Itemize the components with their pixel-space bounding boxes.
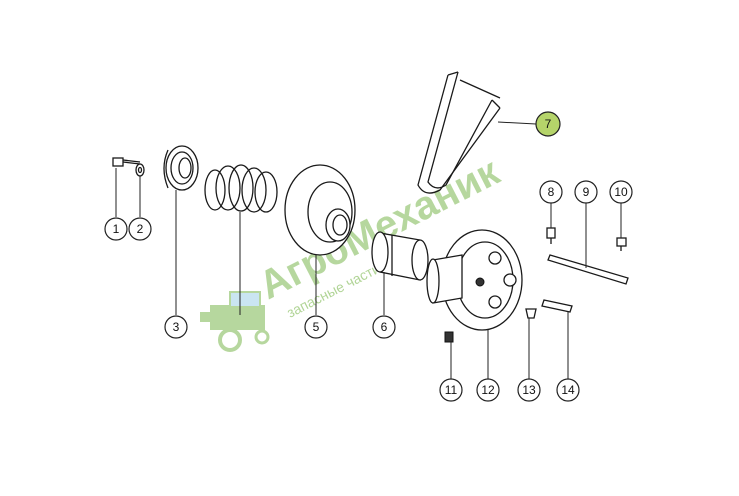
callout-8: 8: [539, 180, 563, 204]
callout-3-label: 3: [173, 320, 180, 334]
part-6-bushing: [371, 231, 429, 281]
part-3-cap: [163, 145, 199, 191]
callout-6-label: 6: [381, 320, 388, 334]
callout-2: 2: [128, 217, 152, 241]
callout-11-label: 11: [445, 383, 458, 397]
callout-3: 3: [164, 315, 188, 339]
callout-8-label: 8: [548, 185, 555, 199]
callout-6: 6: [372, 315, 396, 339]
part-1-bolt: [112, 157, 141, 167]
part-9-shaft: [547, 254, 629, 285]
callout-7: 7: [535, 111, 561, 137]
callout-12: 12: [476, 378, 500, 402]
part-8-bolt: [546, 227, 556, 244]
part-7-v-belt: [417, 71, 501, 194]
part-14-key: [541, 299, 573, 313]
part-13-screw: [525, 308, 537, 319]
callout-7-label: 7: [545, 117, 552, 131]
callout-13-label: 13: [522, 383, 536, 397]
callout-9-label: 9: [583, 185, 590, 199]
part-5-pulley-half: [284, 164, 356, 256]
callout-2-label: 2: [137, 222, 144, 236]
part-10-bolt: [616, 237, 627, 251]
leader-lines: [115, 121, 622, 379]
combine-harvester-icon: [200, 291, 270, 352]
callout-14: 14: [556, 378, 580, 402]
part-11-set-screw: [444, 331, 454, 343]
callout-14-label: 14: [561, 383, 575, 397]
callout-10: 10: [609, 180, 633, 204]
callout-5-label: 5: [313, 320, 320, 334]
callout-1-label: 1: [113, 222, 120, 236]
part-2-washer: [135, 163, 145, 177]
part-12-hub: [426, 229, 523, 331]
part-4-spring: [204, 164, 278, 213]
callout-10-label: 10: [614, 185, 628, 199]
callout-11: 11: [439, 378, 463, 402]
callout-9: 9: [574, 180, 598, 204]
callout-13: 13: [517, 378, 541, 402]
callout-1: 1: [104, 217, 128, 241]
callout-5: 5: [304, 315, 328, 339]
callout-12-label: 12: [481, 383, 495, 397]
